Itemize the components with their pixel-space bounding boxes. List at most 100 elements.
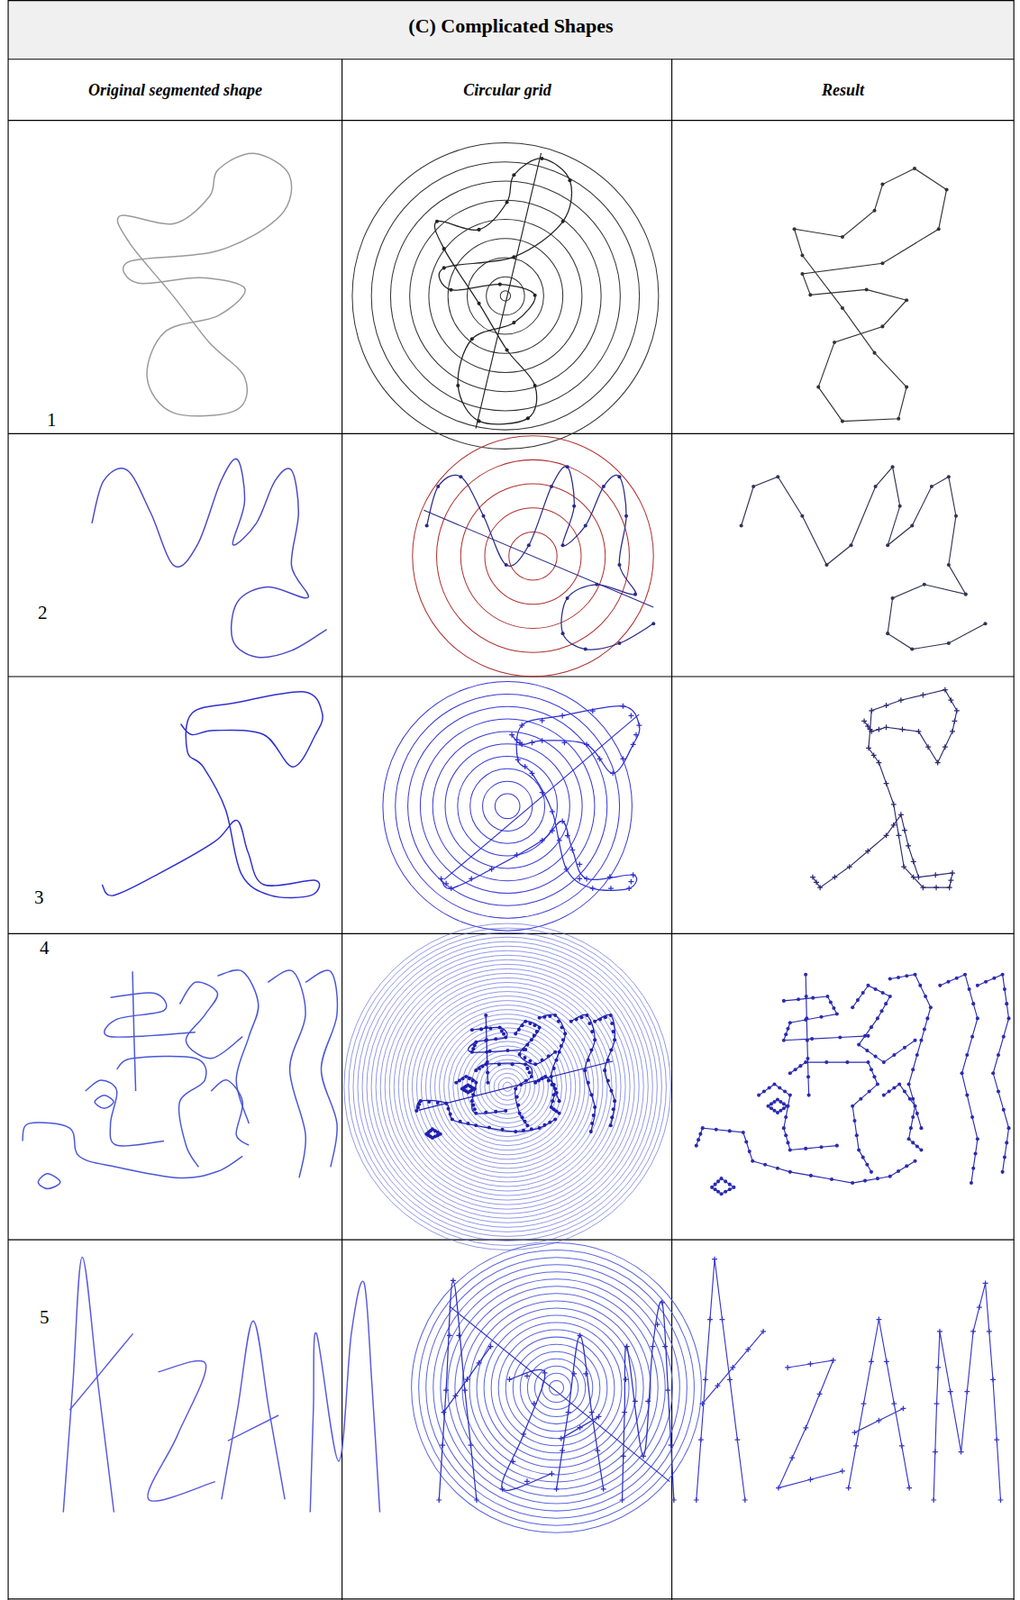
sample-dot <box>809 1174 813 1178</box>
grid-ring <box>366 946 648 1228</box>
sample-dot <box>840 306 845 310</box>
sample-dot <box>832 340 837 345</box>
sample-dot <box>518 1052 522 1057</box>
sample-marker <box>817 884 823 891</box>
sample-dot <box>902 1090 907 1094</box>
sample-dot <box>892 1085 896 1090</box>
sample-dot <box>885 543 890 547</box>
sample-dot <box>462 1088 466 1093</box>
sample-dot <box>561 219 565 224</box>
sample-dot <box>485 1070 490 1075</box>
sample-marker <box>935 1365 941 1371</box>
sample-marker <box>932 1449 939 1456</box>
sample-marker <box>906 1485 912 1492</box>
sample-dot <box>861 1156 866 1160</box>
sample-dot <box>1001 1170 1005 1175</box>
sample-dot <box>450 1117 455 1121</box>
sample-dot <box>553 1013 557 1018</box>
sample-dot <box>767 1085 772 1090</box>
sample-marker <box>576 875 583 882</box>
sample-marker <box>813 879 820 885</box>
sample-dot <box>493 1037 498 1041</box>
sample-dot <box>837 1035 842 1039</box>
sample-dot <box>975 1137 980 1141</box>
sample-dot <box>471 1103 475 1108</box>
sample-dot <box>763 1163 767 1167</box>
sample-dot <box>513 1031 518 1036</box>
sample-marker <box>942 744 948 750</box>
sample-marker <box>520 1431 527 1438</box>
sample-dot <box>590 1121 594 1126</box>
sample-marker <box>559 819 565 825</box>
shape-curve <box>561 1416 600 1439</box>
sample-dot <box>945 187 949 192</box>
sample-dot <box>561 631 565 636</box>
grid-ring <box>445 744 570 869</box>
table-title: (C) Complicated Shapes <box>9 14 1013 38</box>
sample-marker <box>590 708 596 714</box>
sample-marker <box>875 1317 882 1323</box>
sample-dot <box>589 1092 593 1097</box>
sample-dot <box>592 1038 597 1042</box>
sample-dot <box>919 1038 923 1043</box>
sample-marker <box>640 1453 647 1459</box>
sample-dot <box>865 1048 869 1053</box>
sample-dot <box>470 1050 474 1055</box>
sample-marker <box>853 1443 859 1449</box>
sample-dot <box>501 1032 506 1037</box>
sample-dot <box>965 1053 969 1057</box>
sample-marker <box>954 708 960 714</box>
sample-marker <box>930 1497 937 1503</box>
sample-marker <box>993 1437 1000 1443</box>
sample-marker <box>529 739 536 746</box>
grid-ring <box>426 1257 688 1520</box>
grid-ring <box>384 964 630 1210</box>
grid-ring <box>416 996 598 1178</box>
sample-dot <box>606 1058 611 1063</box>
grid-ring <box>428 219 583 374</box>
sample-dot <box>427 1100 431 1104</box>
sample-marker <box>698 1437 704 1443</box>
sample-dot <box>910 1140 915 1145</box>
result-polyline <box>758 1083 838 1150</box>
sample-dot <box>788 1071 793 1075</box>
sample-marker <box>868 708 875 714</box>
shape-curve <box>217 970 258 1124</box>
sample-dot <box>946 980 950 984</box>
sample-marker <box>583 875 590 882</box>
sample-dot <box>967 987 972 992</box>
sample-dot <box>902 1046 907 1050</box>
sample-marker <box>817 1391 823 1397</box>
sample-dot <box>470 1099 474 1103</box>
sample-marker <box>693 1497 700 1503</box>
sample-dot <box>583 524 588 529</box>
sample-dot <box>852 1119 857 1123</box>
sample-marker <box>949 728 956 735</box>
sample-dot <box>782 1126 786 1130</box>
sample-dot <box>609 1089 613 1093</box>
sample-marker <box>802 1425 809 1431</box>
shape-curve <box>179 982 243 1059</box>
circular-grid <box>344 923 672 1250</box>
sample-dot <box>436 1101 440 1105</box>
sample-dot <box>525 1123 529 1128</box>
sample-dot <box>426 1133 430 1138</box>
sample-dot <box>858 1097 863 1102</box>
sample-dot <box>520 1115 525 1120</box>
grid-ring <box>420 1001 593 1174</box>
sample-dot <box>528 1070 532 1075</box>
sample-marker <box>556 837 563 844</box>
sample-dot <box>969 1181 974 1185</box>
sample-marker <box>742 1497 748 1503</box>
sample-dot <box>863 1034 867 1039</box>
sample-dot <box>537 1126 542 1130</box>
sample-marker <box>900 1405 906 1412</box>
sample-dot <box>785 1027 790 1031</box>
sample-dot <box>563 1031 567 1036</box>
sample-dot <box>425 524 429 529</box>
sample-marker <box>883 702 890 709</box>
original-shape <box>101 692 323 899</box>
sample-dot <box>769 1101 774 1106</box>
grid-ring <box>469 1301 644 1476</box>
sample-marker <box>519 722 525 729</box>
